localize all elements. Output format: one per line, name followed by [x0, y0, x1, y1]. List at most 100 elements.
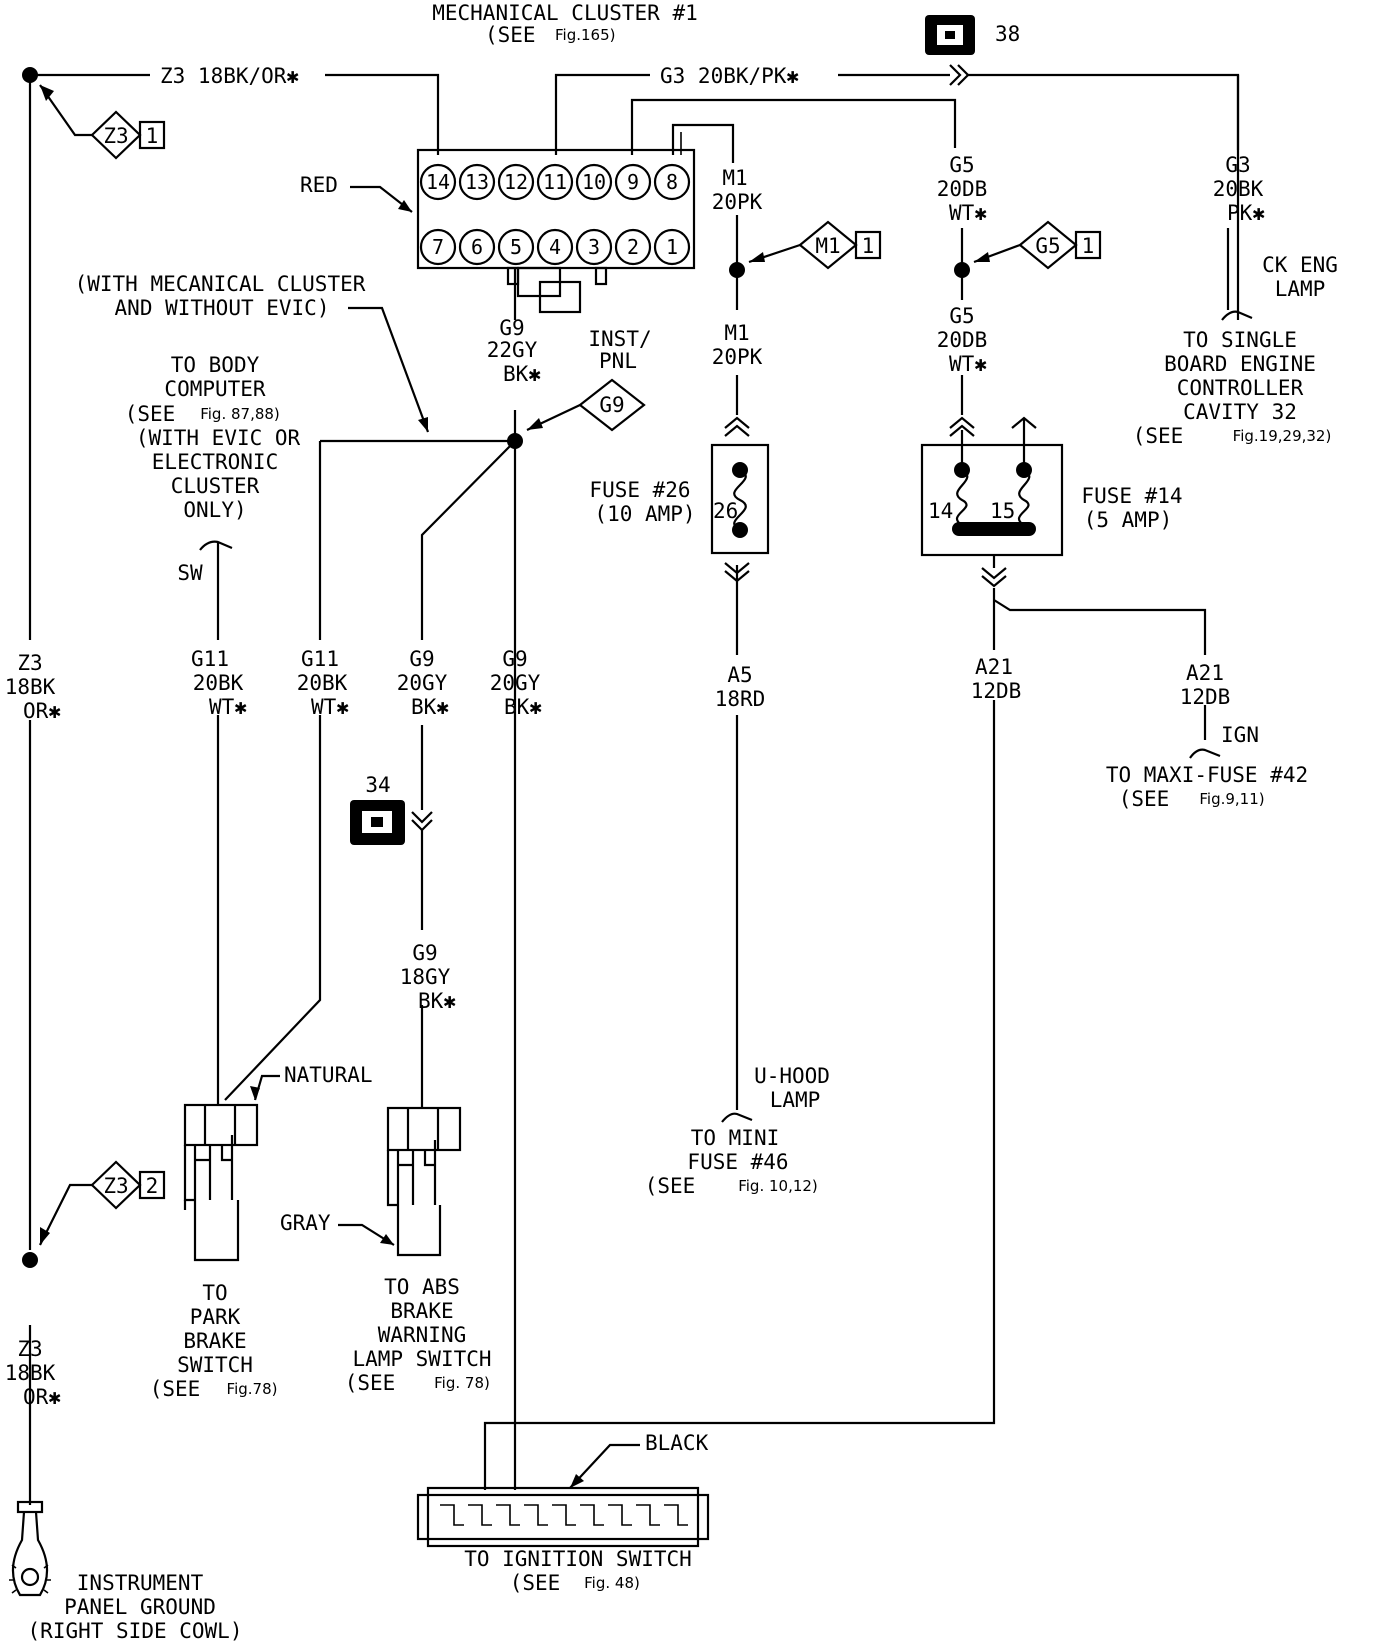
wire-g11-a-l2: WT✱: [209, 695, 247, 719]
ground-l1: PANEL GROUND: [64, 1595, 216, 1619]
svg-text:PARK: PARK: [190, 1305, 241, 1329]
svg-text:1: 1: [862, 234, 875, 258]
wire-g9-22-l2: BK✱: [503, 362, 541, 386]
fuse-14-num-a: 14: [928, 499, 953, 523]
connector-34-icon: [350, 800, 405, 845]
connector-pin-label-9: 9: [627, 170, 639, 194]
connector-pin-label-5: 5: [510, 235, 522, 259]
wire-g9-20b-l1: 20GY: [490, 671, 541, 695]
svg-text:TO SINGLE: TO SINGLE: [1183, 328, 1297, 352]
black-label: BLACK: [645, 1431, 709, 1455]
svg-text:WARNING: WARNING: [378, 1323, 467, 1347]
svg-text:SWITCH: SWITCH: [177, 1353, 253, 1377]
wire-m1-b-l1: 20PK: [712, 345, 763, 369]
wire-g11-b-l2: WT✱: [311, 695, 349, 719]
svg-text:(SEE: (SEE: [645, 1174, 696, 1198]
wire-g9-20b-l2: BK✱: [504, 695, 542, 719]
ck-eng-l0: CK ENG: [1262, 253, 1338, 277]
connector-pin-label-2: 2: [627, 235, 639, 259]
splice-tag-g9: G9: [526, 378, 646, 432]
black-leader: [569, 1443, 640, 1489]
wire-g3-top: [554, 73, 1240, 320]
uhood-l1: LAMP: [770, 1088, 821, 1112]
wire-g3-top-label: G3 20BK/PK✱: [660, 64, 799, 88]
ignition-l0: TO IGNITION SWITCH: [464, 1547, 692, 1571]
sbec-label: TO SINGLE BOARD ENGINE CONTROLLER CAVITY…: [1133, 328, 1332, 448]
wire-z3-left-l2: OR✱: [23, 699, 61, 723]
maxi-fuse-label: TO MAXI-FUSE #42 (SEE Fig.9,11): [1106, 763, 1308, 811]
ign-label: IGN: [1221, 723, 1259, 747]
connector-pin-label-4: 4: [549, 235, 561, 259]
inline-connector-g3: [949, 64, 970, 86]
connector-pin-10: [575, 163, 613, 201]
red-leader: [350, 185, 413, 213]
connector-38-icon: [925, 15, 975, 55]
wire-z3-left-l1: 18BK: [5, 675, 56, 699]
connector-pin-label-8: 8: [666, 170, 678, 194]
inline-connector-g5: [949, 416, 975, 437]
svg-text:Fig. 87,88): Fig. 87,88): [200, 405, 280, 423]
wire-g5-b-l1: 20DB: [937, 328, 988, 352]
ignition-l2: Fig. 48): [584, 1574, 640, 1592]
mec-cluster-leader: [348, 306, 430, 433]
wire-g9-22-l0: G9: [499, 316, 524, 340]
wire-a5-l0: A5: [727, 663, 752, 687]
cluster-fig: Fig.165): [555, 26, 615, 44]
connector-pin-11: [536, 163, 574, 201]
fuse-26-l1: (10 AMP): [594, 502, 695, 526]
svg-text:Z3: Z3: [103, 124, 128, 148]
connector-pin-label-6: 6: [471, 235, 483, 259]
connector-pin-label-7: 7: [432, 235, 444, 259]
svg-text:COMPUTER: COMPUTER: [164, 377, 266, 401]
fuse-26-number: 26: [713, 499, 738, 523]
svg-text:1: 1: [1082, 234, 1095, 258]
svg-text:Fig.78): Fig.78): [227, 1380, 278, 1398]
svg-text:ELECTRONIC: ELECTRONIC: [152, 450, 278, 474]
mini-fuse-label: TO MINI FUSE #46 (SEE Fig. 10,12): [645, 1126, 818, 1198]
connector-pin-3: [575, 228, 613, 266]
ck-eng-l1: LAMP: [1275, 277, 1326, 301]
connector-pin-label-12: 12: [504, 170, 528, 194]
wire-g9-20b-l0: G9: [502, 647, 527, 671]
wire-g3-right-l2: PK✱: [1227, 201, 1265, 225]
inline-connector-m1-bottom: [724, 562, 750, 583]
gray-label: GRAY: [280, 1211, 331, 1235]
wire-m1-top: [671, 123, 735, 163]
svg-text:TO: TO: [202, 1281, 227, 1305]
inline-connector-a21: [981, 567, 1007, 588]
wire-g11-a-l1: 20BK: [193, 671, 244, 695]
fuse-14-box: [920, 443, 1064, 557]
svg-text:Fig. 78): Fig. 78): [434, 1374, 490, 1392]
connector-pin-6: [458, 228, 496, 266]
wire-g9-18-l1: 18GY: [400, 965, 451, 989]
connector-pin-1: [653, 228, 691, 266]
svg-text:TO MINI: TO MINI: [691, 1126, 780, 1150]
wire-m1-a-l0: M1: [722, 166, 747, 190]
connector-pin-label-3: 3: [588, 235, 600, 259]
svg-text:FUSE #46: FUSE #46: [687, 1150, 788, 1174]
inline-connector-f15: [1011, 416, 1037, 465]
uhood-termination: [721, 1112, 753, 1123]
wire-g9-18-l0: G9: [412, 941, 437, 965]
ground-terminal-icon: [9, 1500, 51, 1597]
sw-termination: [199, 540, 233, 1105]
inline-connector-m1-top: [724, 416, 750, 437]
splice-dot-z3-bottom: [22, 1252, 38, 1268]
connector-pin-label-11: 11: [543, 170, 567, 194]
uhood-l0: U-HOOD: [754, 1064, 830, 1088]
cluster-see: (SEE: [485, 23, 536, 47]
svg-text:Z3: Z3: [103, 1174, 128, 1198]
wire-m1-b-l0: M1: [724, 321, 749, 345]
wire-a21-b-l0: A21: [1186, 661, 1224, 685]
ground-l2: (RIGHT SIDE COWL): [28, 1619, 243, 1643]
inst-pnl-l0: INST/: [588, 327, 651, 351]
wire-g9-20a-l0: G9: [409, 647, 434, 671]
park-brake-label: TO PARK BRAKE SWITCH (SEE Fig.78): [150, 1281, 278, 1401]
connector-pin-5: [497, 228, 535, 266]
sw-label: SW: [177, 561, 203, 585]
svg-text:LAMP SWITCH: LAMP SWITCH: [352, 1347, 491, 1371]
connector-38-label: 38: [995, 22, 1020, 46]
svg-text:TO MAXI-FUSE #42: TO MAXI-FUSE #42: [1106, 763, 1308, 787]
wire-g9-22-l1: 22GY: [487, 338, 538, 362]
